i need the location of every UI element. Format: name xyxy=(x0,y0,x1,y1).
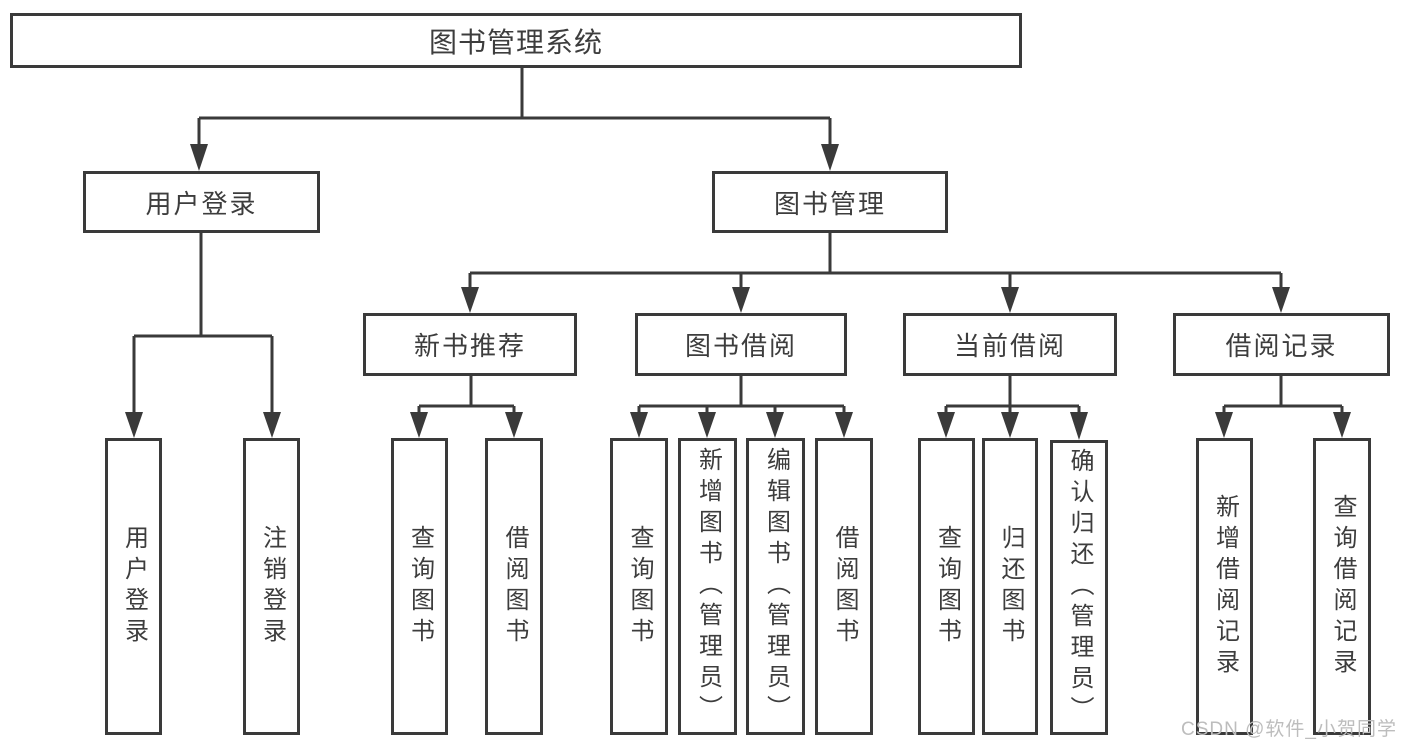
leaf-logout-login: 注销登录 xyxy=(243,438,300,735)
leaf-borrow-books-recommend-label: 借阅图书 xyxy=(501,524,528,649)
leaf-return-books-label: 归还图书 xyxy=(997,524,1024,649)
leaf-query-borrow-record: 查询借阅记录 xyxy=(1313,438,1371,735)
node-current-borrowing-label: 当前借阅 xyxy=(953,331,1066,361)
leaf-borrow-books-recommend: 借阅图书 xyxy=(485,438,543,735)
node-borrowing-records: 借阅记录 xyxy=(1173,313,1390,376)
node-new-book-recommend-label: 新书推荐 xyxy=(413,331,526,361)
node-book-borrowing-label: 图书借阅 xyxy=(684,331,797,361)
leaf-edit-book-admin: 编辑图书（管理员） xyxy=(746,438,805,735)
node-book-management: 图书管理 xyxy=(712,171,948,233)
connectors xyxy=(125,68,1351,440)
leaf-user-login: 用户登录 xyxy=(105,438,162,735)
node-library-system: 图书管理系统 xyxy=(10,13,1022,68)
leaf-borrow-books-borrowing: 借阅图书 xyxy=(815,438,873,735)
leaf-query-books-borrowing: 查询图书 xyxy=(610,438,668,735)
leaf-confirm-return-admin: 确认归还（管理员） xyxy=(1050,440,1108,735)
leaf-query-books-recommend: 查询图书 xyxy=(391,438,448,735)
node-user-login: 用户登录 xyxy=(83,171,320,233)
leaf-query-books-borrowing-label: 查询图书 xyxy=(626,524,653,649)
node-borrowing-records-label: 借阅记录 xyxy=(1225,331,1338,361)
leaf-return-books: 归还图书 xyxy=(982,438,1038,735)
node-current-borrowing: 当前借阅 xyxy=(903,313,1117,376)
leaf-query-books-current: 查询图书 xyxy=(918,438,975,735)
leaf-add-borrow-record-label: 新增借阅记录 xyxy=(1211,493,1239,680)
leaf-confirm-return-admin-label: 确认归还（管理员） xyxy=(1066,448,1093,727)
node-new-book-recommend: 新书推荐 xyxy=(363,313,577,376)
watermark: CSDN @软件_小贺同学 xyxy=(1181,719,1397,740)
leaf-user-login-label: 用户登录 xyxy=(120,524,148,649)
node-book-borrowing: 图书借阅 xyxy=(635,313,847,376)
leaf-borrow-books-borrowing-label: 借阅图书 xyxy=(831,524,858,649)
node-user-login-label: 用户登录 xyxy=(145,188,258,219)
node-book-management-label: 图书管理 xyxy=(773,188,886,219)
leaf-add-book-admin: 新增图书（管理员） xyxy=(678,438,737,735)
leaf-query-borrow-record-label: 查询借阅记录 xyxy=(1329,493,1356,680)
leaf-query-books-recommend-label: 查询图书 xyxy=(406,524,434,649)
node-library-system-label: 图书管理系统 xyxy=(428,26,603,58)
leaf-query-books-current-label: 查询图书 xyxy=(933,524,961,649)
leaf-add-borrow-record: 新增借阅记录 xyxy=(1196,438,1253,735)
leaf-add-book-admin-label: 新增图书（管理员） xyxy=(694,447,722,726)
leaf-edit-book-admin-label: 编辑图书（管理员） xyxy=(762,447,790,726)
leaf-logout-login-label: 注销登录 xyxy=(258,524,286,649)
